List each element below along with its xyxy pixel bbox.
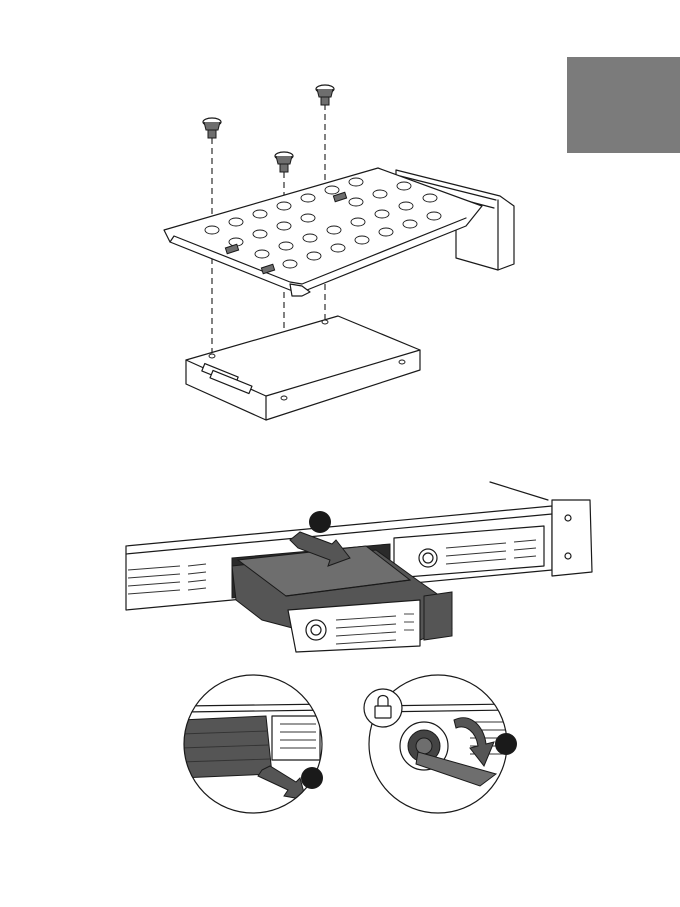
rack-ear <box>552 500 592 576</box>
screw-icon <box>275 152 293 172</box>
lock-icon <box>364 689 402 727</box>
callout-step-1 <box>309 511 331 533</box>
screw-icon <box>203 118 221 138</box>
hard-drive <box>186 316 420 420</box>
fig-attach-drive-to-tray <box>164 85 514 420</box>
callout-step-3 <box>495 733 517 755</box>
fig-insert-tray-into-nas <box>126 482 592 652</box>
callout-step-2 <box>301 767 323 789</box>
fig-lock-tray <box>364 670 517 820</box>
screw-icon <box>316 85 334 105</box>
fig-close-latch <box>180 670 330 820</box>
